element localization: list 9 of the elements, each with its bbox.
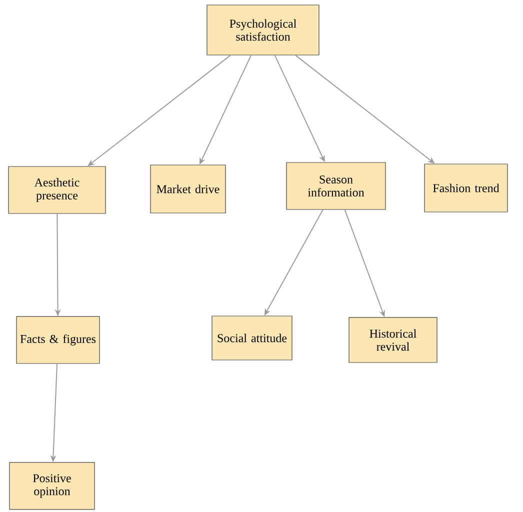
concept-box: Aesthetic presence xyxy=(8,166,106,214)
concept-box: Social attitude xyxy=(212,316,292,360)
concept-box: Fashion trend xyxy=(424,164,508,212)
concept-box: Market drive xyxy=(150,164,226,214)
concept-box: Facts & figures xyxy=(16,316,100,364)
concept-box: Season information xyxy=(286,162,386,210)
concept-box: Historical revival xyxy=(348,317,438,363)
concept-box: Psychological satisfaction xyxy=(206,4,320,56)
concept-box: Positive opinion xyxy=(9,462,95,510)
